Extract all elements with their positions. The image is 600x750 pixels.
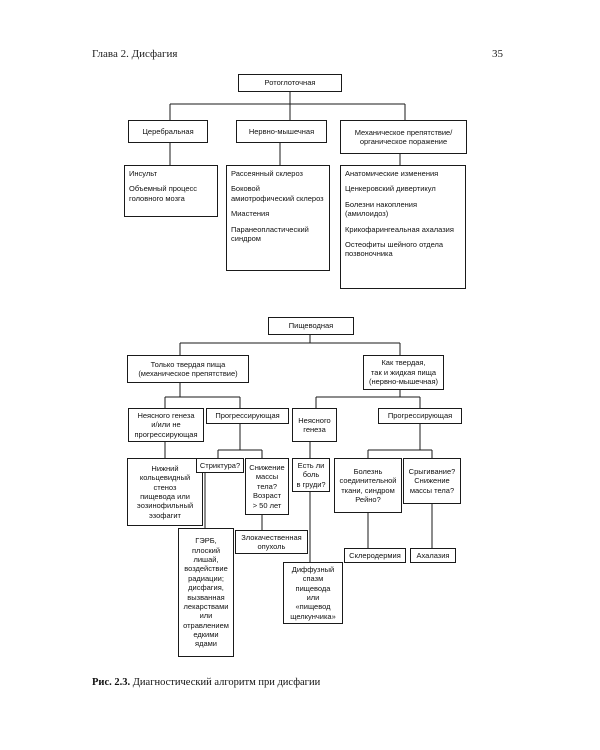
page-number: 35	[492, 48, 503, 60]
list-neuromuscular-causes: Рассеянный склероз Боковой амиотрофическ…	[226, 165, 330, 271]
running-header-left: Глава 2. Дисфагия	[92, 48, 178, 60]
node-diffuse-spasm: Диффузный спазм пищевода или «пищевод ще…	[283, 562, 343, 624]
list-mechanical-causes: Анатомические изменения Ценкеровский див…	[340, 165, 466, 289]
node-neuromuscular: Нервно-мышечная	[236, 120, 327, 143]
node-esophageal: Пищеводная	[268, 317, 354, 335]
node-stricture: Стриктура?	[196, 458, 244, 473]
figure-label: Рис. 2.3.	[92, 677, 131, 688]
node-malignant-tumor: Злокачественная опухоль	[235, 530, 308, 554]
node-oropharyngeal: Ротоглоточная	[238, 74, 342, 92]
node-mechanical-obstruction: Механическое препятствие/ органическое п…	[340, 120, 467, 154]
node-solid-and-liquid: Как твердая, так и жидкая пища (нервно-м…	[363, 355, 444, 390]
node-solid-food-only: Только твердая пища (механическое препят…	[127, 355, 249, 383]
node-connective-tissue: Болезнь соединительной ткани, синдром Ре…	[334, 458, 402, 513]
node-cerebral: Церебральная	[128, 120, 208, 143]
node-progressive-left: Прогрессирующая	[206, 408, 289, 424]
node-weight-loss-age: Снижение массы тела? Возраст > 50 лет	[245, 458, 289, 515]
node-achalasia: Ахалазия	[410, 548, 456, 563]
list-cerebral-causes: Инсульт Объемный процесс головного мозга	[124, 165, 218, 217]
node-ring-stenosis: Нижний кольцевидный стеноз пищевода или …	[127, 458, 203, 526]
figure-caption: Рис. 2.3. Диагностический алгоритм при д…	[92, 677, 320, 688]
node-unclear-right: Неясного генеза	[292, 408, 337, 442]
node-scleroderma: Склеродермия	[344, 548, 406, 563]
node-chest-pain: Есть ли боль в груди?	[292, 458, 330, 492]
node-gerd: ГЭРБ, плоский лишай, воздействие радиаци…	[178, 528, 234, 657]
node-progressive-right: Прогрессирующая	[378, 408, 462, 424]
node-regurgitation: Срыгивание? Снижение массы тела?	[403, 458, 461, 504]
node-unclear-nonprogressive: Неясного генеза и/или не прогрессирующая	[128, 408, 204, 442]
figure-caption-text: Диагностический алгоритм при дисфагии	[130, 677, 321, 688]
